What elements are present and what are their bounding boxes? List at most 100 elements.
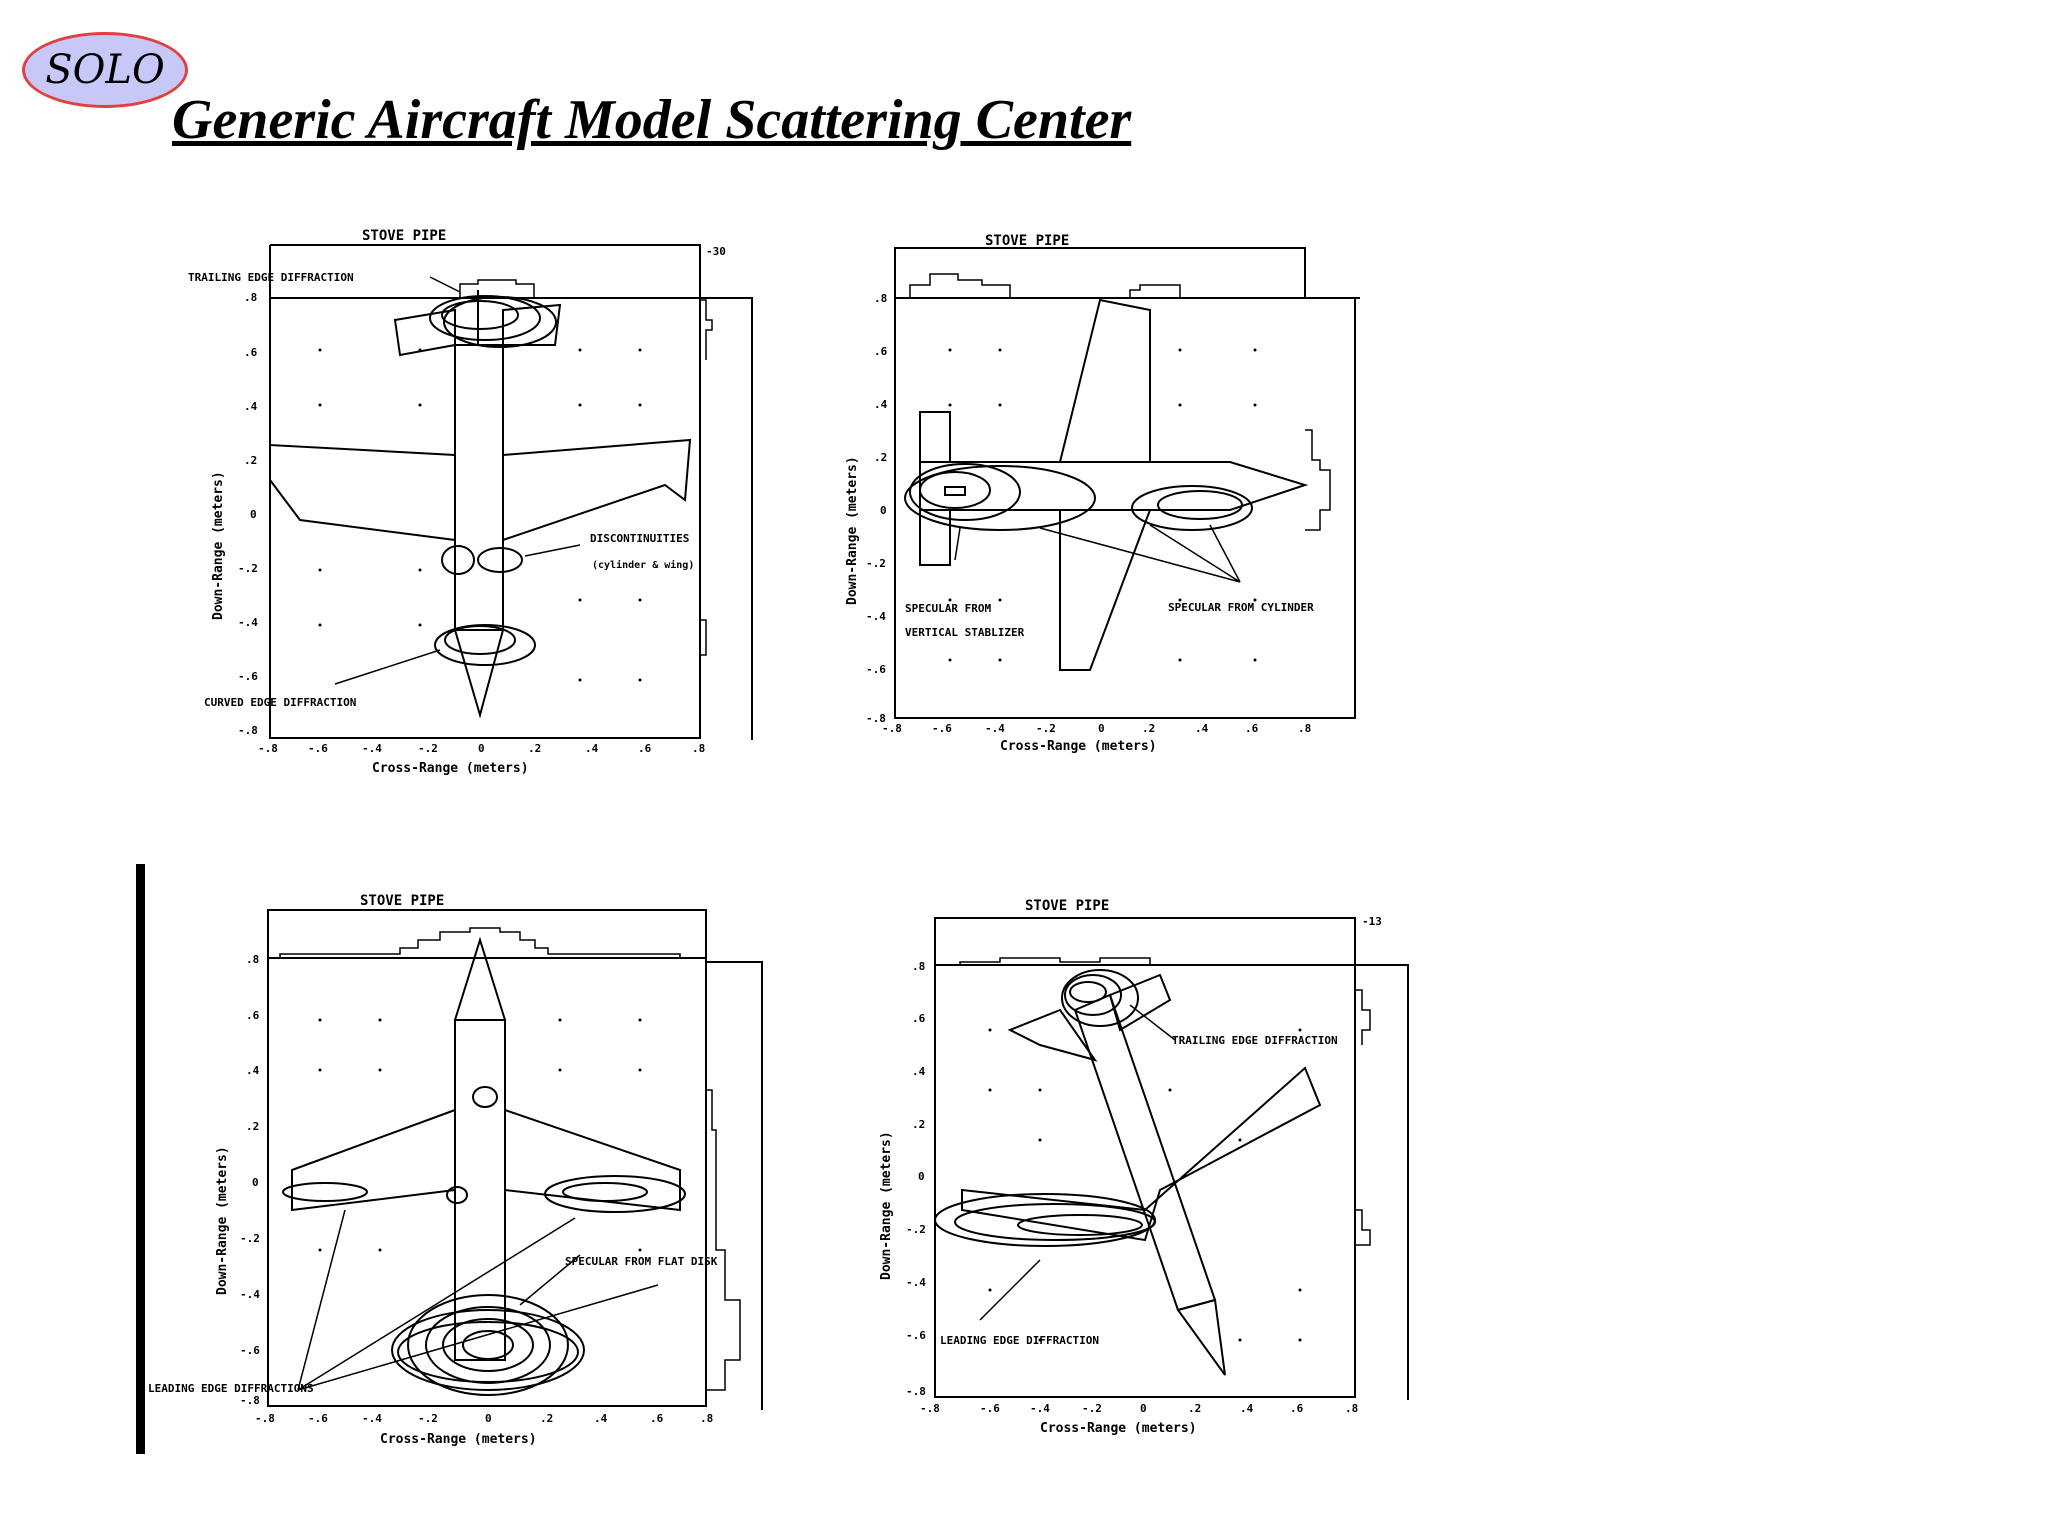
y-tick: .2 (244, 454, 257, 467)
x-tick: -.2 (1082, 1402, 1102, 1415)
y-tick: 0 (918, 1170, 925, 1183)
y-tick: -.4 (240, 1288, 260, 1301)
panel-bottom-right-frame (934, 964, 1356, 1398)
y-tick: -.2 (240, 1232, 260, 1245)
panel-top-left (269, 244, 753, 740)
y-tick: -.6 (240, 1344, 260, 1357)
y-tick: .4 (246, 1064, 260, 1077)
annotation-specular-flat-disk: SPECULAR FROM FLAT DISK (565, 1255, 718, 1268)
annotation-discontinuities: DISCONTINUITIES (590, 532, 689, 545)
y-tick: -.6 (238, 670, 258, 683)
x-tick: 0 (1098, 722, 1105, 735)
panel-top-right-ylabel: Down-Range (meters) (845, 456, 860, 605)
panel-top-left-ylabel: Down-Range (meters) (211, 471, 226, 620)
panel-bottom-left-x-ticks: -.8 -.6 -.4 -.2 0 .2 .4 .6 .8 (255, 1412, 713, 1425)
y-tick: .4 (244, 400, 258, 413)
x-tick: -.8 (255, 1412, 275, 1425)
panel-top-right-xlabel: Cross-Range (meters) (1000, 739, 1157, 754)
x-tick: 0 (485, 1412, 492, 1425)
x-tick: -.4 (985, 722, 1005, 735)
panel-bottom-right-corner-value: -13 (1362, 915, 1382, 928)
x-tick: 0 (1140, 1402, 1147, 1415)
panel-bottom-left-xlabel: Cross-Range (meters) (380, 1432, 537, 1447)
x-tick: .4 (585, 742, 599, 755)
y-tick: .8 (874, 292, 887, 305)
annotation-trailing-edge-bottom-right: TRAILING EDGE DIFFRACTION (1172, 1034, 1338, 1047)
x-tick: -.2 (418, 1412, 438, 1425)
panel-top-right-profile-box (894, 247, 1306, 298)
panel-top-left-frame (269, 297, 701, 739)
y-tick: .4 (912, 1065, 926, 1078)
x-tick: .4 (1195, 722, 1209, 735)
panel-top-left-corner-value: -30 (706, 245, 726, 258)
y-tick: -.4 (866, 610, 886, 623)
y-tick: .8 (244, 291, 257, 304)
x-tick: -.2 (1036, 722, 1056, 735)
annotation-trailing-edge-top-left: TRAILING EDGE DIFFRACTION (188, 271, 354, 284)
y-tick: 0 (252, 1176, 259, 1189)
y-tick: 0 (880, 504, 887, 517)
y-tick: .2 (246, 1120, 259, 1133)
y-tick: -.6 (866, 663, 886, 676)
panel-bottom-right-title: STOVE PIPE (1025, 898, 1109, 914)
annotation-curved-edge: CURVED EDGE DIFFRACTION (204, 696, 356, 709)
panel-bottom-right-xlabel: Cross-Range (meters) (1040, 1421, 1197, 1436)
contours-bottom-right (934, 969, 1156, 1247)
y-tick: -.2 (866, 557, 886, 570)
x-tick: .8 (1298, 722, 1311, 735)
x-tick: -.2 (418, 742, 438, 755)
x-tick: .4 (594, 1412, 608, 1425)
y-tick: .6 (244, 346, 258, 359)
x-tick: .6 (1290, 1402, 1304, 1415)
panel-top-left-xlabel: Cross-Range (meters) (372, 761, 529, 776)
panel-top-left-title: STOVE PIPE (362, 228, 446, 244)
x-tick: -.8 (258, 742, 278, 755)
contours-top-left (429, 295, 557, 666)
panel-top-right-y-ticks: .8 .6 .4 .2 0 -.2 -.4 -.6 -.8 (866, 292, 888, 725)
x-tick: -.8 (882, 722, 902, 735)
x-tick: .2 (1142, 722, 1155, 735)
panel-bottom-right-x-ticks: -.8 -.6 -.4 -.2 0 .2 .4 .6 .8 (920, 1402, 1358, 1415)
panel-top-right-x-ticks: -.8 -.6 -.4 -.2 0 .2 .4 .6 .8 (882, 722, 1311, 735)
page-title: Generic Aircraft Model Scattering Center (172, 89, 1132, 151)
panel-bottom-right-profile-box (934, 917, 1356, 965)
y-tick: -.8 (240, 1394, 260, 1407)
annotation-leading-edge-diffractions: LEADING EDGE DIFFRACTIONS (148, 1382, 314, 1395)
y-tick: .6 (874, 345, 888, 358)
x-tick: .6 (650, 1412, 664, 1425)
x-tick: .8 (1345, 1402, 1358, 1415)
panel-top-left-x-ticks: -.8 -.6 -.4 -.2 0 .2 .4 .6 .8 (258, 742, 705, 755)
panel-bottom-left-ylabel: Down-Range (meters) (215, 1146, 230, 1295)
panel-top-left-profile-box (270, 244, 701, 298)
panel-top-right-title: STOVE PIPE (985, 233, 1069, 249)
y-tick: .8 (246, 953, 259, 966)
y-tick: -.8 (238, 724, 258, 737)
x-tick: -.8 (920, 1402, 940, 1415)
x-tick: .8 (700, 1412, 713, 1425)
y-tick: .6 (912, 1012, 926, 1025)
x-tick: -.6 (308, 742, 328, 755)
panel-top-left-side-box (700, 297, 753, 740)
y-tick: -.6 (906, 1329, 926, 1342)
solo-logo-text: SOLO (45, 47, 165, 93)
x-tick: -.4 (1030, 1402, 1050, 1415)
aircraft-outline-top-right (919, 298, 1309, 671)
annotation-specular-from: SPECULAR FROM (905, 602, 991, 615)
x-tick: .2 (1188, 1402, 1201, 1415)
left-accent-bar (136, 864, 145, 1454)
y-tick: .2 (874, 451, 887, 464)
panel-bottom-left-profile-box (267, 909, 707, 958)
y-tick: -.2 (906, 1223, 926, 1236)
y-tick: .4 (874, 398, 888, 411)
y-tick: -.8 (906, 1385, 926, 1398)
contours-bottom-left (282, 1086, 686, 1396)
x-tick: .6 (638, 742, 652, 755)
panel-bottom-right-y-ticks: .8 .6 .4 .2 0 -.2 -.4 -.6 -.8 (906, 960, 926, 1398)
x-tick: .2 (540, 1412, 553, 1425)
x-tick: .2 (528, 742, 541, 755)
panel-bottom-right (934, 917, 1409, 1400)
contours-top-right (904, 463, 1253, 531)
panel-top-right-frame (894, 297, 1356, 719)
y-tick: .6 (246, 1009, 260, 1022)
